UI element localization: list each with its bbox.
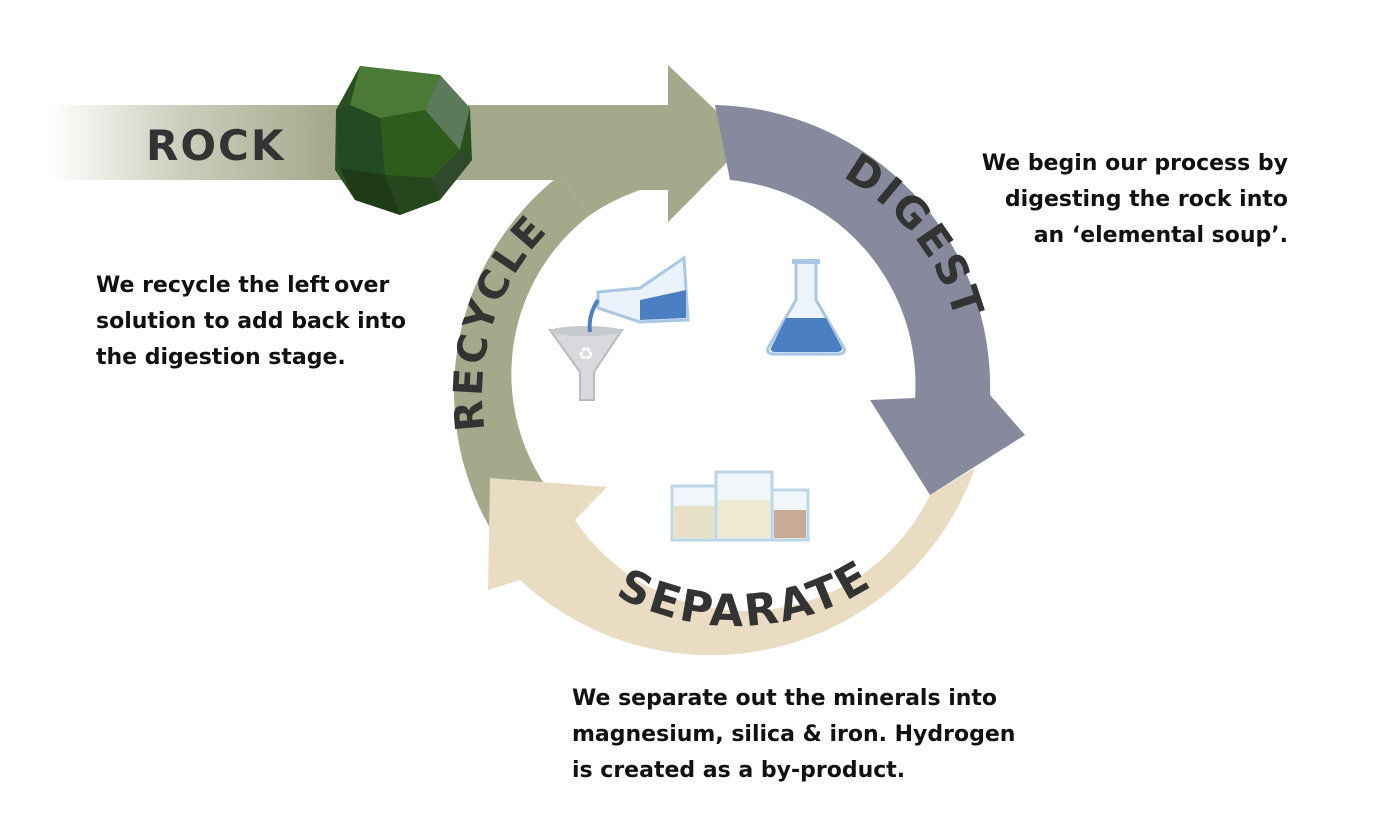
funnel-recycle-icon: ♻ [548,326,624,401]
rock-label: ROCK [146,121,285,170]
digest-description-line: We begin our process by [981,151,1288,176]
digest-description-line: an ‘elemental soup’. [1033,223,1288,248]
recycle-description: We recycle the left over solution to add… [96,268,406,376]
digest-description-line: digesting the rock into [1004,187,1288,212]
rock-stone-icon [335,66,472,215]
separate-description: We separate out the minerals into magnes… [572,681,1015,789]
beakers-icon [670,470,810,542]
recycle-description-line: solution to add back into [96,309,406,334]
erlenmeyer-flask-icon [766,259,846,356]
recycle-arrow [453,175,590,528]
separate-description-line: magnesium, silica & iron. Hydrogen [572,722,1016,747]
digest-arrow [715,105,1025,495]
recycle-description-line: the digestion stage. [96,345,346,370]
recycle-symbol-icon: ♻ [578,344,594,365]
separate-description-line: We separate out the minerals into [572,686,998,711]
recycle-description-line: We recycle the left over [96,273,390,298]
pouring-flask-icon [587,255,690,333]
separate-arrow [488,468,975,656]
recycle-connector [525,175,700,222]
separate-description-line: is created as a by-product. [572,758,906,783]
digest-description: We begin our process by digesting the ro… [982,146,1288,254]
